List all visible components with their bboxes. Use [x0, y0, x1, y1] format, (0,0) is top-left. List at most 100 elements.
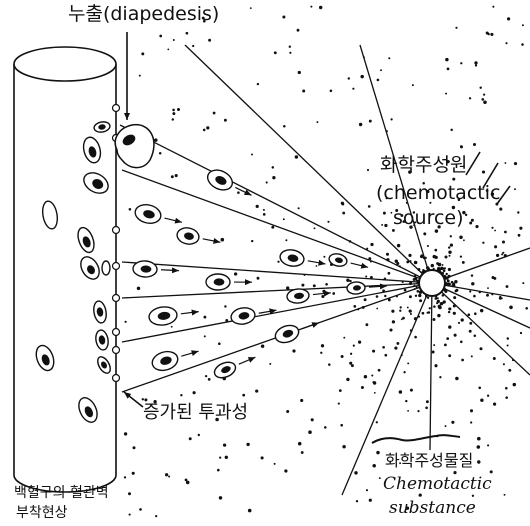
particle-dot [469, 290, 472, 293]
particle-dot [320, 351, 323, 354]
particle-dot [289, 51, 292, 54]
particle-dot [409, 388, 413, 392]
particle-dot [208, 38, 212, 42]
particle-dot [414, 335, 417, 339]
particle-dot [387, 298, 391, 302]
particle-dot [255, 204, 259, 209]
particle-dot [347, 77, 350, 80]
particle-dot [447, 282, 451, 286]
particle-dot [138, 74, 141, 77]
particle-dot [403, 288, 407, 292]
particle-dot [342, 211, 346, 215]
particle-dot [315, 265, 318, 267]
particle-dot [483, 100, 487, 105]
particle-dot [406, 260, 410, 264]
particle-dot [455, 376, 459, 381]
particle-dot [517, 233, 521, 237]
particle-dot [481, 98, 485, 101]
particle-dot [441, 294, 445, 297]
particle-dot [224, 305, 227, 308]
particle-dot [297, 70, 301, 75]
particle-dot [442, 269, 446, 273]
particle-dot [218, 496, 223, 500]
particle-dot [168, 475, 171, 478]
particle-dot [464, 213, 468, 217]
migrating-leukocytes [132, 169, 387, 379]
particle-dot [273, 51, 277, 55]
particle-dot [170, 325, 173, 328]
particle-dot [363, 298, 367, 302]
particle-dot [247, 508, 252, 513]
particle-dot [442, 300, 446, 304]
particle-dot [479, 86, 482, 89]
source-label-english-line1: (chemotactic [376, 182, 501, 204]
particle-dot [471, 282, 475, 286]
particle-dot [468, 329, 472, 333]
particle-dot [349, 352, 353, 355]
particle-dot [218, 342, 221, 345]
particle-dot [482, 241, 485, 244]
particle-dot [434, 229, 439, 233]
particle-dot [310, 5, 313, 8]
particle-dot [505, 42, 508, 45]
particle-dot [505, 386, 508, 390]
particle-dot [394, 346, 398, 350]
particle-dot [514, 188, 516, 191]
particle-dot [499, 207, 503, 211]
particle-dot [256, 82, 260, 86]
particle-dot [273, 462, 276, 465]
particle-dot [445, 92, 448, 95]
particle-dot [212, 111, 216, 115]
particle-dot [474, 61, 478, 65]
chemotactic-source-circle [418, 269, 446, 297]
particle-dot [342, 444, 346, 449]
particle-dot [509, 305, 513, 310]
particle-dot [296, 28, 300, 32]
particle-dot [462, 210, 466, 215]
particle-dot [428, 307, 431, 310]
particle-dot [451, 205, 456, 210]
particle-dot [170, 175, 174, 179]
particle-dot [494, 229, 496, 232]
particle-dot [448, 254, 451, 257]
particle-dot [504, 162, 507, 164]
particle-dot [495, 253, 500, 258]
particle-dot [352, 344, 355, 347]
particle-dot [395, 209, 399, 212]
particle-dot [416, 290, 420, 293]
migrating-leukocyte [176, 227, 221, 245]
particle-dot [320, 344, 325, 348]
particle-dot [409, 312, 412, 316]
particle-dot [300, 451, 304, 454]
particle-dot [403, 371, 406, 374]
particle-dot [418, 493, 422, 497]
particle-dot [167, 48, 170, 51]
particle-dot [202, 128, 206, 132]
particle-dot [394, 259, 398, 263]
particle-dot [419, 299, 423, 303]
particle-dot [260, 456, 264, 460]
migrating-leukocyte [230, 307, 277, 325]
particle-dot [429, 201, 432, 204]
particle-dot [382, 345, 385, 349]
particle-dot [460, 340, 463, 344]
particle-dot [490, 32, 494, 36]
particle-dot [443, 343, 447, 347]
particle-dot [405, 399, 408, 403]
particle-dot [328, 363, 331, 366]
particle-dot [437, 267, 441, 271]
particle-dot [449, 235, 452, 238]
particle-dot [434, 297, 438, 300]
particle-dot [308, 430, 312, 434]
particle-dot [425, 406, 428, 410]
particle-dot [294, 155, 299, 159]
particle-dot [123, 476, 127, 479]
particle-dot [500, 297, 503, 300]
particle-dot [441, 267, 445, 270]
particle-dot [405, 506, 410, 510]
particle-dot [216, 468, 220, 472]
particle-dot [382, 211, 386, 215]
particle-dot [473, 334, 477, 338]
particle-dot [385, 197, 388, 200]
vessel-label-line2: 부착현상 [16, 505, 68, 521]
